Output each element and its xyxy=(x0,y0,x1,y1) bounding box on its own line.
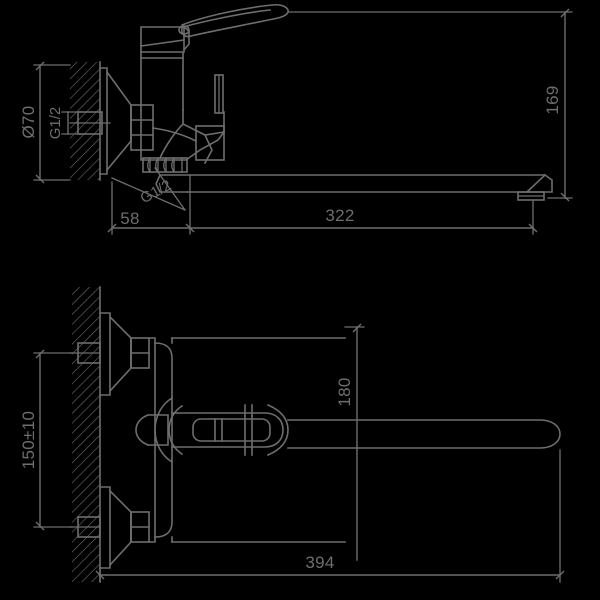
label-wall-offset: 58 xyxy=(120,209,140,228)
dimension-total-length: 394 xyxy=(95,449,565,583)
swivel-nut-side xyxy=(142,157,188,173)
body-extents-plan xyxy=(171,337,346,543)
top-plan-view: 150±10 180 394 xyxy=(19,286,565,583)
dimension-inlet-thread-side: G1/2 xyxy=(47,107,81,140)
lever-handle-side xyxy=(178,3,289,38)
dimension-spout-reach: 322 xyxy=(189,199,538,235)
mixer-body-side xyxy=(140,51,184,111)
lever-handle-plan xyxy=(135,396,184,464)
wall-hatch-side xyxy=(70,62,100,180)
lever-insert-plan xyxy=(192,418,271,442)
body-shoulder-side xyxy=(140,109,226,165)
spout-arm-side xyxy=(155,173,553,194)
label-body-width: 180 xyxy=(335,377,354,406)
dimension-body-width: 180 xyxy=(335,323,365,561)
label-total-length: 394 xyxy=(305,553,334,572)
label-inlet-thread-side: G1/2 xyxy=(47,107,64,140)
lever-hub-side xyxy=(140,25,190,53)
label-flange-diameter: Ø70 xyxy=(19,105,38,138)
wall-hatch-plan xyxy=(72,287,100,582)
spout-tube-plan xyxy=(287,419,561,449)
label-height: 169 xyxy=(543,85,562,114)
label-spout-reach: 322 xyxy=(325,206,354,225)
side-elevation-view: Ø70 G1/2 G1/2 58 322 xyxy=(19,3,573,235)
mixer-body-plan xyxy=(148,337,173,543)
inlet-nipple-side xyxy=(69,111,111,135)
dimension-height: 169 xyxy=(287,8,573,202)
riser-pin-side xyxy=(214,74,224,114)
lever-shaft-plan xyxy=(171,403,289,457)
dimension-flange-diameter: Ø70 xyxy=(19,61,71,184)
inlet-flange-lower xyxy=(69,486,150,569)
label-inlet-spacing: 150±10 xyxy=(19,411,38,469)
inlet-flange-upper xyxy=(69,312,150,396)
aerator-side xyxy=(517,191,545,201)
dimension-inlet-spacing: 150±10 xyxy=(19,349,73,531)
